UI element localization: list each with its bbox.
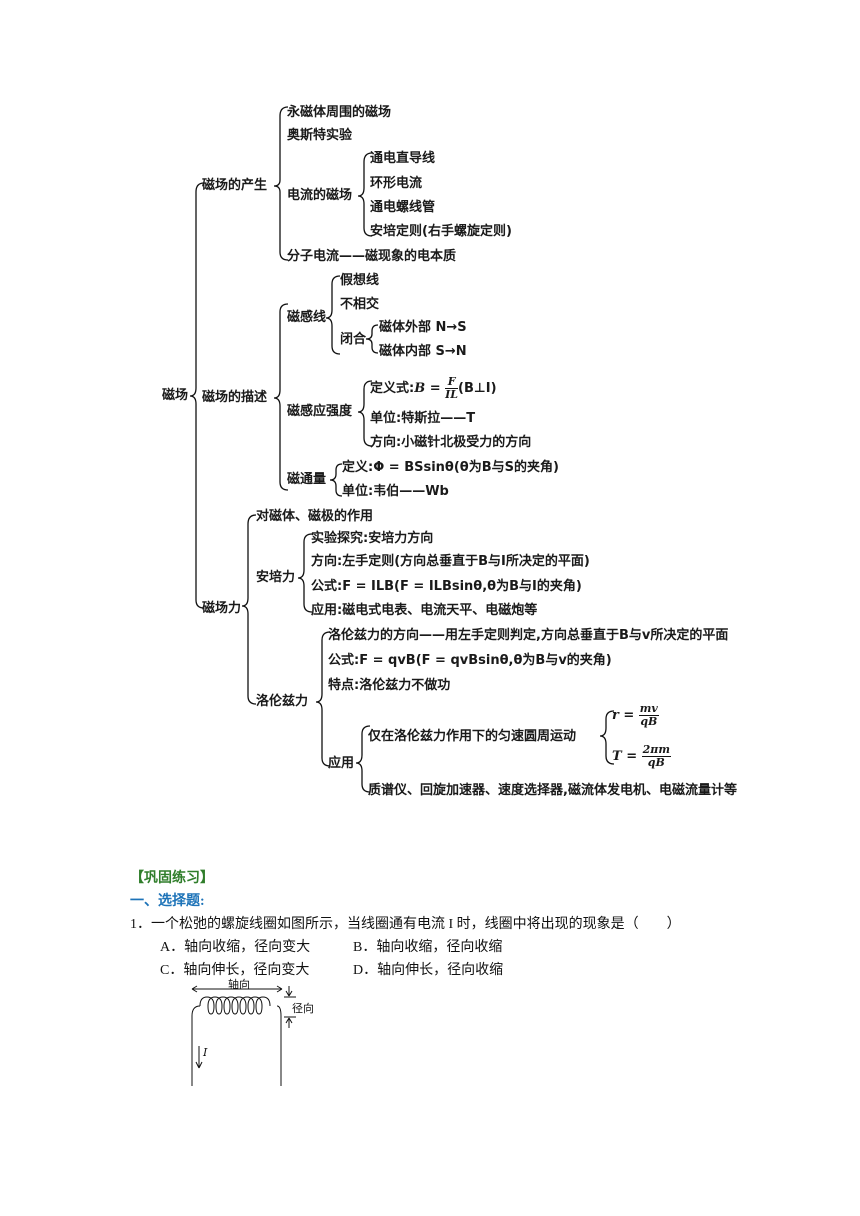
item-direction: 方向:小磁针北极受力的方向: [370, 435, 532, 450]
item-unit-tesla: 单位:特斯拉——T: [370, 411, 476, 426]
item-molecular-current: 分子电流——磁现象的电本质: [287, 249, 457, 264]
item-outside-ns: 磁体外部 N→S: [379, 320, 467, 335]
item-permanent-magnet: 永磁体周围的磁场: [287, 105, 392, 120]
node-current-field: 电流的磁场: [287, 188, 353, 203]
root-node: 磁场: [162, 388, 189, 403]
option-d: D．轴向伸长，径向收缩: [353, 963, 504, 978]
item-lorentz-direction: 洛伦兹力的方向——用左手定则判定,方向总垂直于B与v所决定的平面: [328, 628, 729, 643]
def-numerator: F: [445, 376, 459, 389]
item-non-crossing: 不相交: [340, 297, 380, 312]
item-circular-motion: 仅在洛伦兹力作用下的匀速圆周运动: [368, 729, 577, 744]
node-closed: 闭合: [340, 332, 367, 347]
item-oersted: 奥斯特实验: [287, 128, 353, 143]
option-a: A．轴向收缩，径向变大: [160, 940, 311, 955]
label-current: I: [203, 1046, 208, 1059]
item-straight-wire: 通电直导线: [370, 151, 436, 166]
def-eq: =: [425, 381, 446, 396]
item-magnet-pole-action: 对磁体、磁极的作用: [256, 509, 374, 524]
node-describe: 磁场的描述: [202, 390, 268, 405]
item-inside-sn: 磁体内部 S→N: [379, 344, 467, 359]
coil-figure: 轴向 径向 I: [186, 976, 326, 1088]
practice-heading: 【巩固练习】: [130, 871, 214, 886]
item-ampere-rule: 安培定则(右手螺旋定则): [370, 224, 512, 239]
node-ampere-force: 安培力: [256, 570, 296, 585]
item-ampere-application: 应用:磁电式电表、电流天平、电磁炮等: [311, 603, 538, 618]
item-ring-current: 环形电流: [370, 176, 423, 191]
def-prefix: 定义式:: [370, 381, 415, 396]
item-ampere-formula: 公式:F = ILB(F = ILBsinθ,θ为B与I的夹角): [311, 579, 582, 594]
node-produce: 磁场的产生: [202, 178, 268, 193]
def-denominator: IL: [445, 388, 459, 401]
def-b: B: [414, 381, 426, 396]
question-1: 1．一个松弛的螺旋线圈如图所示，当线圈通有电流 I 时，线圈中将出现的现象是（ …: [130, 917, 681, 932]
item-devices: 质谱仪、回旋加速器、速度选择器,磁流体发电机、电磁流量计等: [368, 783, 737, 798]
label-axial: 轴向: [228, 979, 250, 991]
radius-denominator: qB: [640, 715, 658, 728]
radius-numerator: mv: [638, 702, 659, 716]
node-application: 应用: [328, 756, 355, 771]
period-numerator: 2πm: [641, 743, 671, 757]
period-lhs: T =: [612, 749, 642, 764]
item-imaginary: 假想线: [340, 273, 380, 288]
label-radial: 径向: [292, 1003, 314, 1015]
coil-drawing: [191, 985, 296, 1086]
node-field-lines: 磁感线: [287, 310, 327, 325]
node-intensity: 磁感应强度: [287, 404, 353, 419]
item-ampere-experiment: 实验探究:安培力方向: [311, 531, 434, 546]
def-condition: (B⊥I): [458, 381, 497, 396]
item-solenoid: 通电螺线管: [370, 200, 436, 215]
item-flux-unit: 单位:韦伯——Wb: [342, 484, 449, 499]
node-flux: 磁通量: [287, 472, 327, 487]
section-heading: 一、选择题:: [130, 894, 205, 909]
node-force: 磁场力: [202, 601, 242, 616]
option-c: C．轴向伸长，径向变大: [160, 963, 310, 978]
item-lorentz-formula: 公式:F = qvB(F = qvBsinθ,θ为B与v的夹角): [328, 653, 612, 668]
period-denominator: qB: [647, 756, 665, 769]
item-flux-definition: 定义:Φ = BSsinθ(θ为B与S的夹角): [342, 460, 559, 475]
option-b: B．轴向收缩，径向收缩: [353, 940, 503, 955]
radius-lhs: r =: [612, 708, 639, 723]
item-ampere-direction: 方向:左手定则(方向总垂直于B与I所决定的平面): [311, 554, 590, 569]
item-lorentz-no-work: 特点:洛伦兹力不做功: [328, 678, 451, 693]
node-lorentz-force: 洛伦兹力: [256, 694, 309, 709]
